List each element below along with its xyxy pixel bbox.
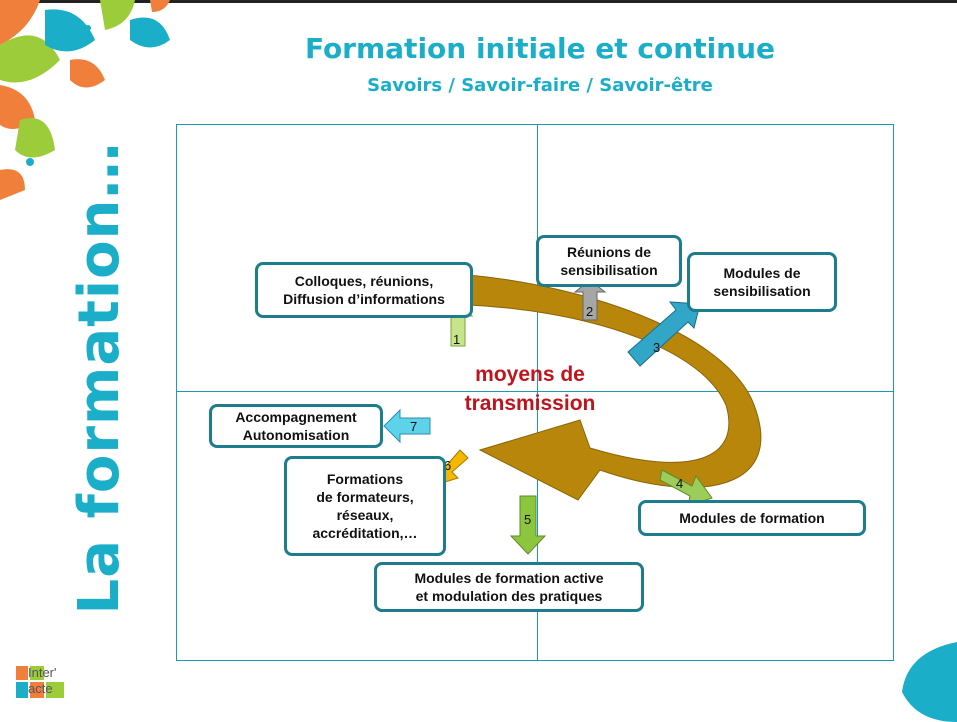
step-arrow-6-number: 6 <box>444 458 451 473</box>
page-subtitle: Savoirs / Savoir-faire / Savoir-être <box>367 75 713 96</box>
step-arrow-7: 7 <box>383 408 431 444</box>
step-arrow-4-number: 4 <box>676 476 683 491</box>
step-arrow-5: 5 <box>509 495 547 555</box>
step-arrow-3-shape <box>627 301 701 367</box>
cycle-arrow <box>467 274 762 501</box>
step-arrow-1-number: 1 <box>453 332 460 347</box>
vertical-divider <box>537 124 538 661</box>
box-reunions-sensibilisation: Réunions de sensibilisation <box>536 235 682 287</box>
step-arrow-7-number: 7 <box>410 419 417 434</box>
box-modules-sensibilisation: Modules de sensibilisation <box>687 252 837 312</box>
box-modules-formation: Modules de formation <box>638 500 866 536</box>
step-arrow-7-shape <box>383 408 431 444</box>
box-formations-formateurs: Formations de formateurs, réseaux, accré… <box>284 456 446 556</box>
vertical-footnote <box>953 600 954 660</box>
box-accompagnement: Accompagnement Autonomisation <box>209 404 383 448</box>
step-arrow-5-number: 5 <box>524 512 531 527</box>
horizontal-divider <box>176 391 894 392</box>
step-arrow-3-number: 3 <box>653 340 660 355</box>
center-label: moyens de transmission <box>464 363 596 416</box>
logo-shape <box>14 662 66 708</box>
box-modules-formation-active: Modules de formation active et modulatio… <box>374 562 644 612</box>
decorative-corner-leaf <box>902 642 957 722</box>
logo-text-2: acte <box>28 681 53 696</box>
top-border <box>0 0 957 3</box>
logo-text-1: Inter' <box>28 665 57 680</box>
decorative-leaves <box>0 0 170 200</box>
box-colloques: Colloques, réunions, Diffusion d’informa… <box>255 262 473 318</box>
step-arrow-3: 3 <box>627 301 701 367</box>
step-arrow-5-shape <box>509 495 547 555</box>
step-arrow-2-number: 2 <box>586 304 593 319</box>
page-title: Formation initiale et continue <box>304 32 776 65</box>
quadrant-frame <box>176 124 894 661</box>
interacte-logo: Inter' acte <box>14 662 66 708</box>
